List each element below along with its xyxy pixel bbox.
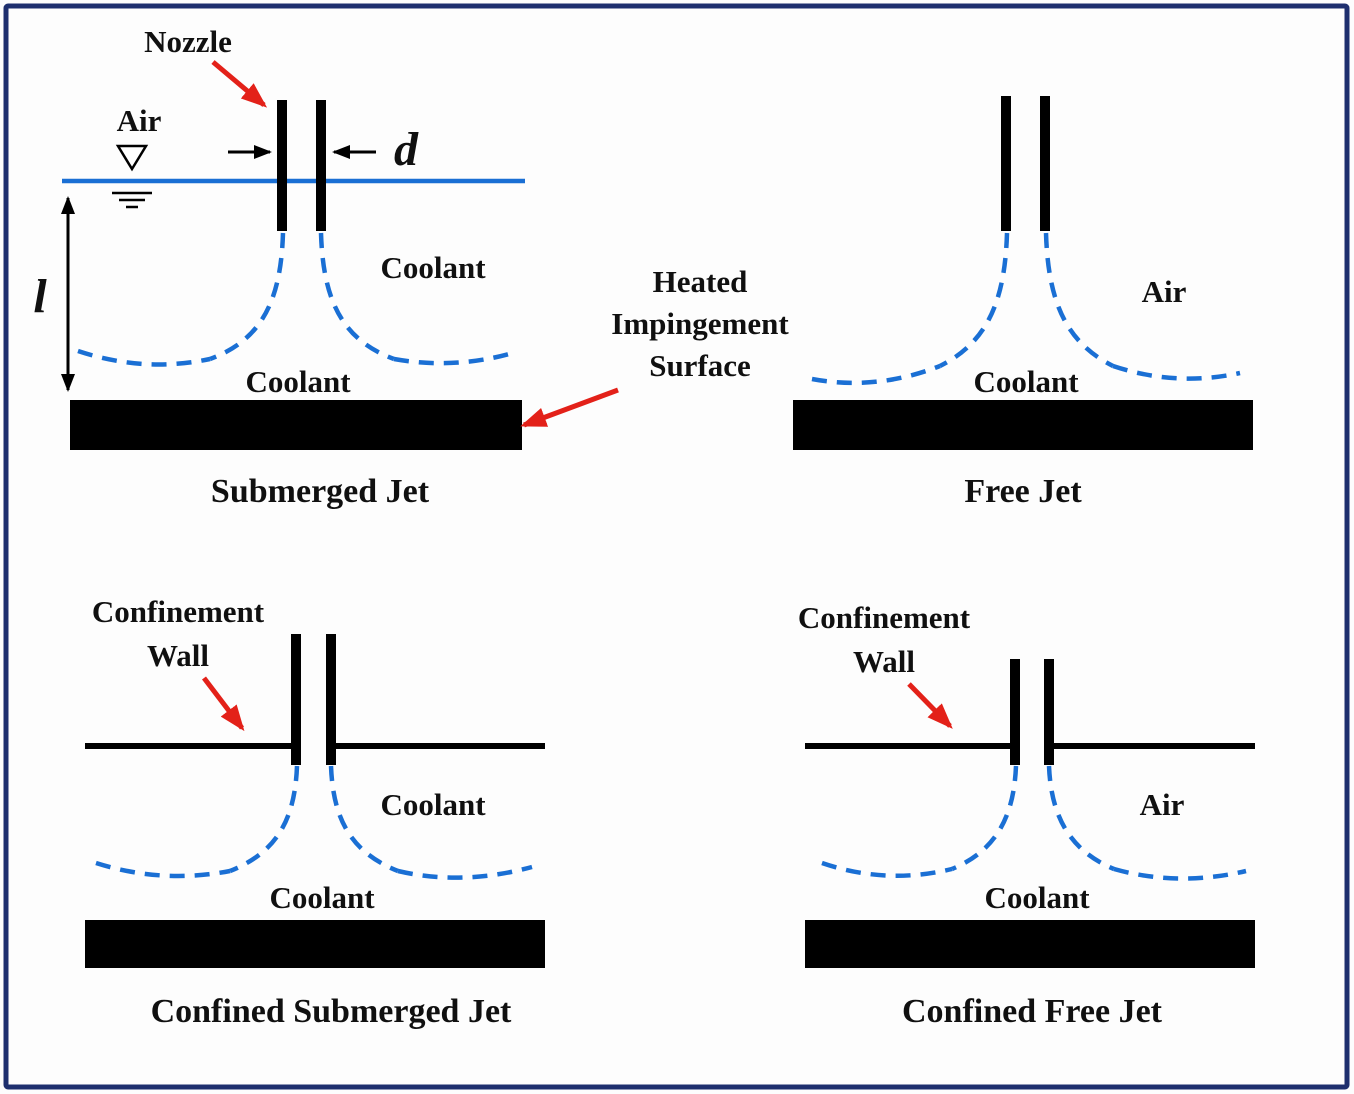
heated-surface — [793, 400, 1253, 450]
nozzle-label: Nozzle — [144, 24, 232, 59]
panel-caption-submerged-jet: Submerged Jet — [211, 473, 430, 510]
wall-jet-right — [397, 864, 533, 880]
heated-surface-label-line1: Heated — [653, 264, 748, 299]
heated-surface — [805, 920, 1255, 968]
air-surface-symbol — [112, 144, 152, 209]
panel-caption-confined-submerged-jet: Confined Submerged Jet — [151, 993, 512, 1030]
coolant-label: Coolant — [973, 364, 1079, 399]
heated-surface — [85, 920, 545, 968]
confinement-wall-label-line1: Confinement — [92, 594, 265, 629]
coolant-label-jet: Coolant — [380, 250, 486, 285]
jet-boundary-left — [209, 232, 286, 362]
jet-boundary-right — [1046, 765, 1115, 872]
panel-caption-confined-free-jet: Confined Free Jet — [902, 993, 1163, 1030]
jet-boundary-right — [1043, 232, 1115, 369]
heated-surface-label-line3: Surface — [649, 348, 751, 383]
heated-surface-label-line2: Impingement — [611, 306, 789, 341]
panel-free-jet: Air Coolant Free Jet — [793, 96, 1253, 510]
confinement-wall-label-line2: Wall — [853, 644, 915, 679]
confinement-wall-label-line1: Confinement — [798, 600, 971, 635]
nozzle-wall-left — [1001, 96, 1011, 231]
wall-jet-left — [821, 860, 953, 878]
air-label: Air — [117, 103, 162, 138]
nozzle-wall-left — [277, 100, 287, 231]
jet-boundary-left — [938, 232, 1010, 369]
panel-submerged-jet: Nozzle Air d l Coolant Coolant Heated Im… — [33, 24, 789, 510]
nozzle-wall-right — [1044, 659, 1054, 765]
panel-confined-free-jet: Confinement Wall Air Coolant Confined Fr… — [798, 600, 1255, 1030]
panel-confined-submerged-jet: Confinement Wall Coolant Coolant Confine… — [85, 594, 545, 1030]
panel-caption-free-jet: Free Jet — [964, 473, 1082, 510]
figure-border — [3, 3, 1350, 1090]
wall-jet-left — [95, 860, 231, 879]
heated-surface — [70, 400, 522, 450]
heated-surface-pointer-arrow — [520, 387, 619, 428]
jet-boundary-left — [951, 765, 1019, 872]
coolant-label-wall: Coolant — [269, 880, 375, 915]
air-label: Air — [1142, 274, 1187, 309]
wall-jet-right — [393, 349, 517, 366]
wall-jet-left — [77, 348, 211, 367]
nozzle-wall-right — [1040, 96, 1050, 231]
jet-boundary-right — [318, 232, 395, 362]
coolant-label-jet: Coolant — [380, 787, 486, 822]
coolant-label: Coolant — [984, 880, 1090, 915]
diameter-symbol: d — [394, 123, 419, 176]
free-surface-triangle-icon — [115, 144, 149, 172]
nozzle-wall-right — [316, 100, 326, 231]
confinement-wall-label-line2: Wall — [147, 638, 209, 673]
jet-boundary-left — [229, 765, 300, 874]
confinement-wall-pointer-arrow — [907, 682, 953, 729]
wall-jet-right — [1113, 866, 1247, 881]
nozzle-wall-right — [326, 634, 336, 765]
standoff-symbol: l — [33, 270, 47, 323]
nozzle-wall-left — [291, 634, 301, 765]
coolant-label-wall: Coolant — [245, 364, 351, 399]
wall-jet-left — [811, 363, 941, 386]
confinement-wall-pointer-arrow — [202, 676, 245, 732]
nozzle-pointer-arrow — [211, 60, 268, 108]
nozzle-wall-left — [1010, 659, 1020, 765]
wall-jet-right — [1112, 363, 1241, 381]
air-label: Air — [1140, 787, 1185, 822]
